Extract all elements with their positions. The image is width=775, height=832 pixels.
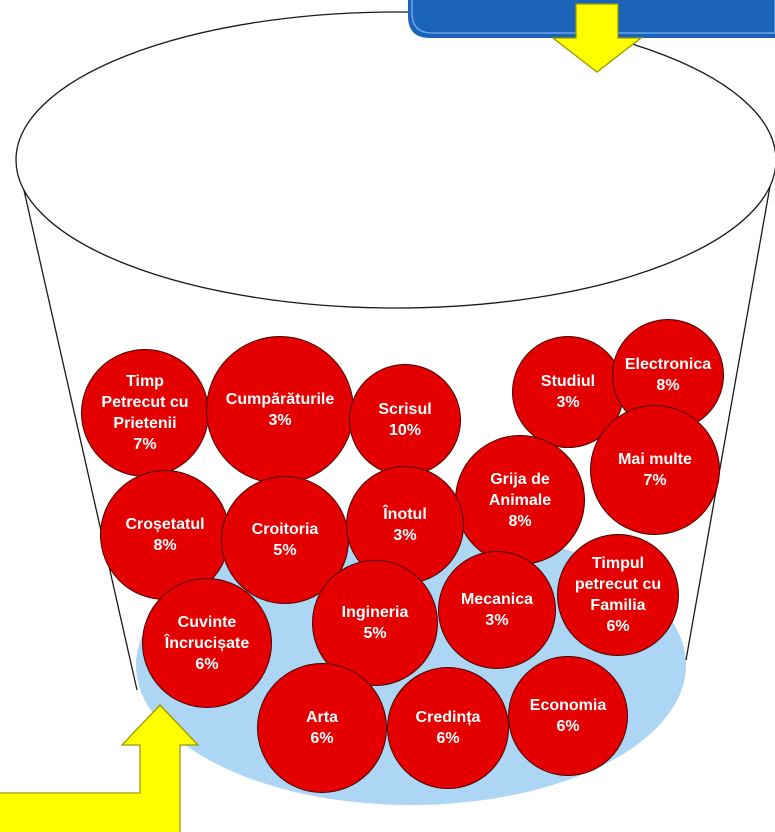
- activity-percent: 6%: [436, 730, 460, 747]
- activity-ball-text: Cuvinte Încrucișate 6%: [165, 612, 249, 675]
- activity-percent: 8%: [656, 377, 680, 394]
- activity-ball-text: Economia 6%: [530, 695, 606, 737]
- activity-ball-text: Grija de Animale 8%: [489, 469, 551, 532]
- bucket-left-wall: [15, 154, 138, 691]
- activity-ball-text: Arta 6%: [306, 707, 338, 749]
- activity-ball[interactable]: Credința 6%: [387, 667, 509, 789]
- activity-ball-text: Timpul petrecut cu Familia 6%: [575, 553, 661, 637]
- activity-label: Timpul petrecut cu Familia: [574, 555, 662, 614]
- activity-percent: 8%: [508, 512, 532, 530]
- activity-ball-text: Cumpărăturile 3%: [226, 389, 334, 431]
- activity-percent: 3%: [485, 612, 509, 629]
- activity-label: Timp Petrecut cu Prietenii: [101, 373, 189, 432]
- activity-ball-text: Studiul 3%: [541, 371, 595, 413]
- activity-percent: 10%: [388, 422, 421, 439]
- activity-label: Electronica: [624, 356, 712, 373]
- activity-percent: 5%: [363, 625, 387, 642]
- activity-ball-text: Electronica 8%: [625, 354, 711, 396]
- activity-label: Grija de Animale: [488, 470, 552, 509]
- bucket-rim: [15, 11, 775, 309]
- activity-percent: 6%: [556, 718, 580, 735]
- activity-percent: 6%: [310, 730, 334, 747]
- activity-ball[interactable]: Timpul petrecut cu Familia 6%: [557, 534, 679, 656]
- activity-ball[interactable]: Economia 6%: [508, 656, 628, 776]
- activity-ball-text: Scrisul 10%: [378, 399, 431, 441]
- activity-percent: 7%: [643, 472, 667, 489]
- activity-percent: 3%: [268, 412, 292, 429]
- activity-ball-text: Credința 6%: [416, 707, 481, 749]
- activity-label: Cuvinte Încrucișate: [164, 613, 250, 652]
- activity-label: Înotul: [383, 506, 427, 523]
- up-arrow-icon: [0, 704, 200, 832]
- activity-percent: 8%: [153, 537, 177, 554]
- activity-ball[interactable]: Înotul 3%: [346, 466, 464, 584]
- activity-percent: 5%: [273, 542, 297, 559]
- activity-ball[interactable]: Timp Petrecut cu Prietenii 7%: [81, 349, 209, 477]
- activity-ball-text: Ingineria 5%: [342, 602, 409, 644]
- activity-percent: 6%: [606, 618, 630, 635]
- activity-percent: 7%: [133, 436, 157, 453]
- activity-label: Studiul: [540, 373, 596, 390]
- activity-ball-text: Croitoria 5%: [252, 519, 319, 561]
- activity-ball-text: Mecanica 3%: [461, 589, 533, 631]
- activity-label: Economia: [529, 697, 607, 714]
- bucket-right-wall: [685, 174, 773, 661]
- activity-label: Mecanica: [460, 591, 534, 608]
- activity-ball[interactable]: Ingineria 5%: [312, 560, 438, 686]
- activity-percent: 6%: [195, 655, 219, 673]
- activity-ball-text: Înotul 3%: [383, 504, 427, 546]
- activity-ball[interactable]: Grija de Animale 8%: [455, 435, 585, 565]
- activity-ball[interactable]: Mecanica 3%: [438, 551, 556, 669]
- activity-percent: 3%: [393, 527, 417, 544]
- down-arrow-icon: [551, 3, 643, 73]
- activity-ball-text: Mai multe 7%: [618, 449, 692, 491]
- activity-label: Scrisul: [378, 401, 432, 418]
- activity-label: Arta: [305, 709, 338, 726]
- activity-label: Croșetatul: [125, 516, 205, 533]
- activity-label: Cumpărăturile: [225, 391, 335, 408]
- activity-label: Mai multe: [618, 451, 692, 468]
- activity-label: Croitoria: [251, 521, 319, 538]
- activity-ball[interactable]: Scrisul 10%: [349, 364, 461, 476]
- activity-label: Credința: [415, 709, 481, 726]
- activity-ball[interactable]: Mai multe 7%: [590, 405, 720, 535]
- top-banner-highlight: [411, 0, 775, 34]
- activity-ball-text: Croșetatul 8%: [125, 514, 204, 556]
- activity-label: Ingineria: [341, 604, 409, 621]
- activity-percent: 3%: [556, 394, 580, 411]
- activity-ball[interactable]: Cuvinte Încrucișate 6%: [142, 578, 272, 708]
- activity-ball[interactable]: Cumpărăturile 3%: [206, 336, 354, 484]
- activity-ball-text: Timp Petrecut cu Prietenii 7%: [101, 371, 188, 455]
- activity-ball[interactable]: Arta 6%: [257, 663, 387, 793]
